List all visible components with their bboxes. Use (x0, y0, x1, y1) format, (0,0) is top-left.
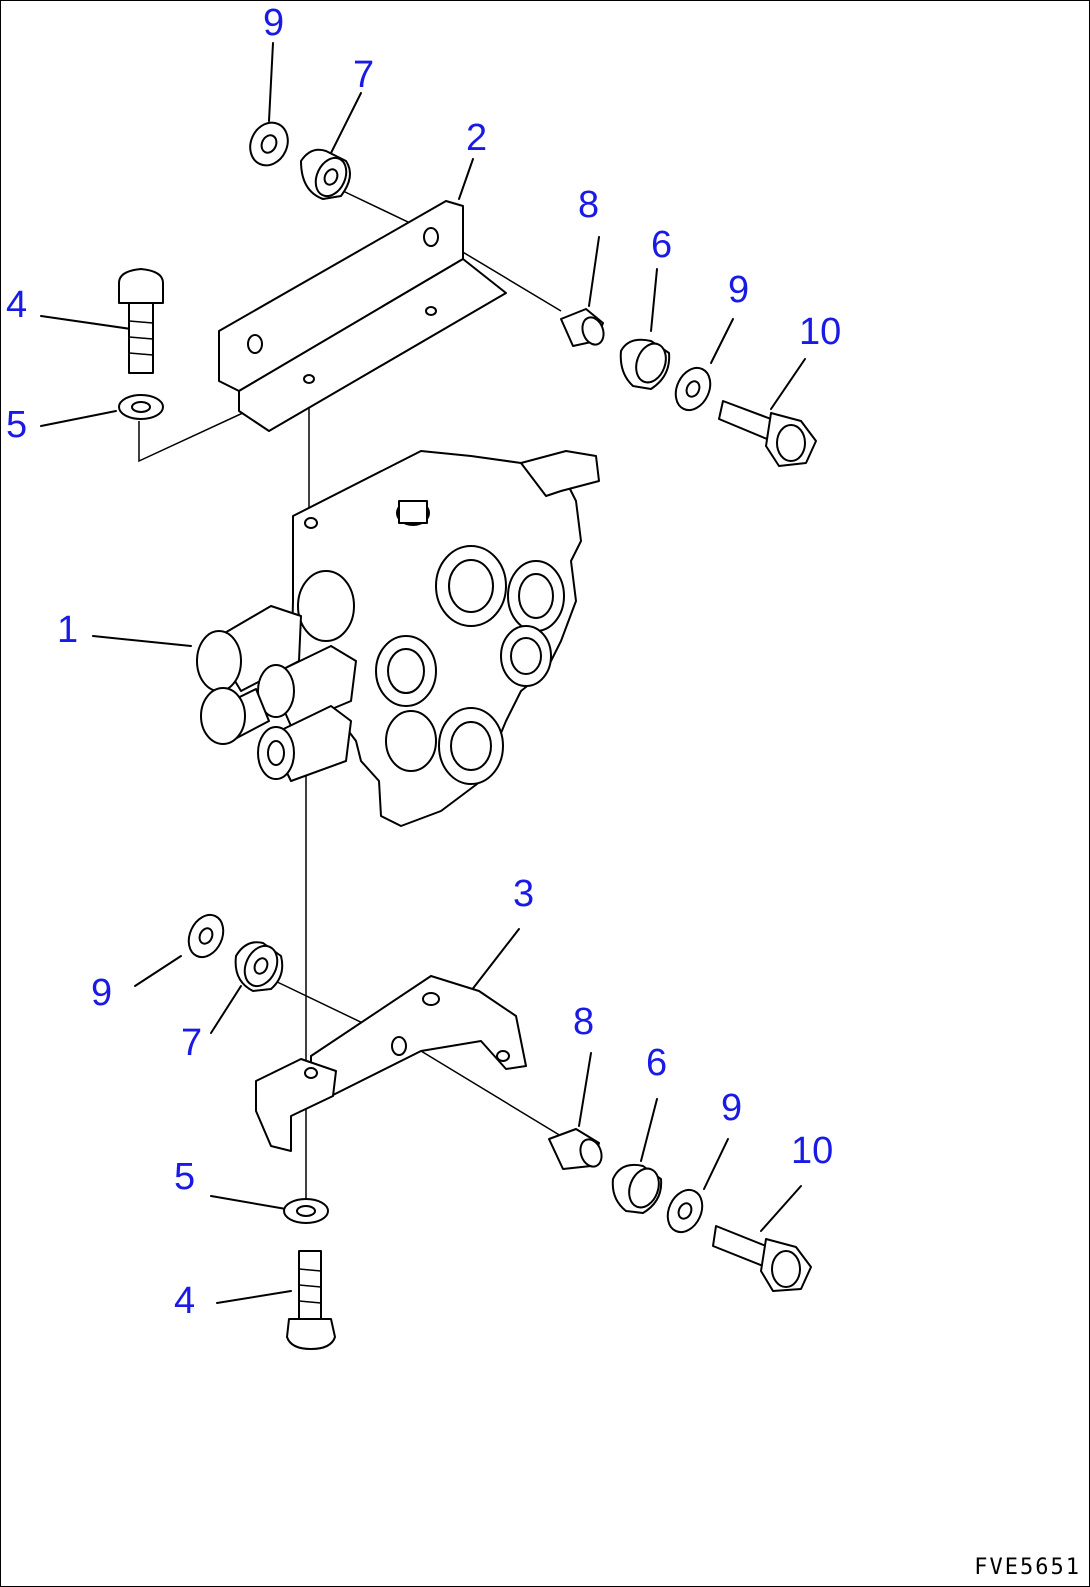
callout-9-right-bottom: 9 (721, 1087, 743, 1129)
bolt-10-top (718, 400, 817, 467)
callout-4-bottom: 4 (174, 1280, 196, 1322)
bolt-4-top (118, 268, 164, 374)
callout-6-top: 6 (651, 224, 673, 266)
cushion-6-top (619, 338, 671, 390)
callout-4-top: 4 (6, 284, 28, 326)
cushion-7-bottom (234, 941, 284, 992)
bolt-10-bottom (712, 1225, 812, 1292)
washer-9-left-bottom (187, 913, 225, 959)
callout-3: 3 (513, 873, 535, 915)
washer-9-right-bottom (666, 1188, 704, 1234)
drawing-id-label: FVE5651 (974, 1555, 1081, 1580)
callout-10-top: 10 (799, 311, 842, 353)
callout-5-top: 5 (6, 404, 28, 446)
bracket-3 (255, 975, 527, 1152)
cushion-7-top (300, 148, 351, 200)
callout-7-bottom: 7 (181, 1022, 203, 1064)
callout-9-right-top: 9 (728, 269, 750, 311)
collar-8-bottom (548, 1128, 603, 1170)
callout-9-top: 9 (263, 2, 285, 44)
washer-5-top (118, 394, 164, 420)
callout-8-top: 8 (578, 184, 600, 226)
callout-2: 2 (466, 117, 488, 159)
callout-6-bottom: 6 (646, 1042, 668, 1084)
washer-5-bottom (283, 1198, 329, 1224)
collar-8-top (560, 308, 605, 347)
cushion-6-bottom (611, 1163, 663, 1214)
callout-9-left-bottom: 9 (91, 972, 113, 1014)
callout-10-bottom: 10 (791, 1130, 834, 1172)
bolt-4-bottom (286, 1250, 336, 1350)
callout-8-bottom: 8 (573, 1001, 595, 1043)
washer-9-top (249, 121, 289, 167)
washer-9-right-top (674, 366, 712, 412)
callout-7-top: 7 (353, 54, 375, 96)
callout-5-bottom: 5 (174, 1156, 196, 1198)
leader-lines (40, 42, 806, 1304)
callout-1: 1 (57, 609, 79, 651)
control-valve-1 (196, 450, 600, 827)
bracket-2 (218, 200, 507, 432)
